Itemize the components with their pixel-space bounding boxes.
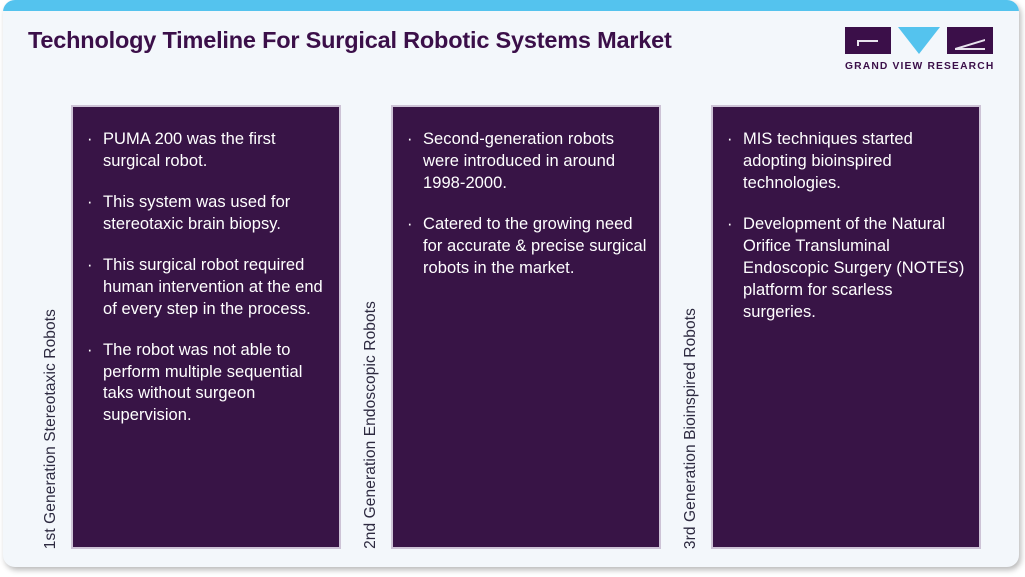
bullet-text: Second-generation robots were introduced… [423,130,616,192]
bullet-text: MIS techniques started adopting bioinspi… [743,130,913,192]
timeline-column-3: 3rd Generation Bioinspired Robots · MIS t… [670,105,981,549]
column-1-panel: ·PUMA 200 was the first surgical robot. … [71,105,341,549]
column-2-side-label: 2nd Generation Endoscopic Robots [350,105,391,549]
bullet-text: PUMA 200 was the first surgical robot. [103,130,276,170]
column-3-side-label: 3rd Generation Bioinspired Robots [670,105,711,549]
list-item: · MIS techniques started adopting bioinsp… [725,129,967,195]
bullet-dot-icon: · [727,214,733,233]
bullet-text: Catered to the growing need for accurate… [423,214,647,277]
timeline-columns: 1st Generation Stereotaxic Robots · PUMA … [3,105,1019,549]
column-1-side-label: 1st Generation Stereotaxic Robots [30,105,71,549]
bullet-text: Development of the Natural Orifice Trans… [743,214,965,321]
column-1-label-text: 1st Generation Stereotaxic Robots [41,308,59,549]
timeline-column-2: 2nd Generation Endoscopic Robots · Second… [350,105,661,549]
brand-logo: GRAND VIEW RESEARCH [845,27,993,72]
bullet-dot-icon: · [87,340,93,359]
bullet-dot-icon: · [87,130,93,148]
list-item: · The robot was not able to perform multi… [85,340,327,428]
timeline-column-1: 1st Generation Stereotaxic Robots · PUMA … [30,105,341,549]
column-2-bullet-list: · Second-generation robots were introduce… [405,129,647,280]
list-item: · This system was used for stereotaxic br… [85,192,327,236]
list-item: · This surgical robot required human inte… [85,255,327,321]
column-1-bullet-list: ·PUMA 200 was the first surgical robot. … [85,129,327,427]
bullet-dot-icon: · [87,255,93,274]
list-item: · PUMA 200 was the first surgical robot. [85,129,327,173]
bullet-text: This system was used for stereotaxic bra… [103,192,291,233]
column-2-panel: · Second-generation robots were introduce… [391,105,661,549]
bullet-text: The robot was not able to perform multip… [103,340,303,425]
column-2-label-text: 2nd Generation Endoscopic Robots [361,301,379,549]
logo-wordmark: GRAND VIEW RESEARCH [845,61,995,72]
column-3-bullet-list: · MIS techniques started adopting bioinsp… [725,129,967,324]
top-accent-strip [3,0,1019,11]
gvr-logo-mark-icon [845,27,993,54]
bullet-dot-icon: · [407,214,413,233]
infographic-card: Technology Timeline For Surgical Robotic… [3,0,1019,567]
page-title: Technology Timeline For Surgical Robotic… [28,27,672,53]
list-item: · Second-generation robots were introduce… [405,129,647,195]
column-3-panel: · MIS techniques started adopting bioinsp… [711,105,981,549]
list-item: · Catered to the growing need for accurat… [405,214,647,280]
bullet-text: This surgical robot required human inter… [103,255,323,318]
bullet-dot-icon: · [87,192,93,211]
bullet-dot-icon: · [407,130,413,148]
column-3-label-text: 3rd Generation Bioinspired Robots [681,307,699,549]
bullet-dot-icon: · [727,130,733,148]
list-item: · Development of the Natural Orifice Tran… [725,214,967,324]
